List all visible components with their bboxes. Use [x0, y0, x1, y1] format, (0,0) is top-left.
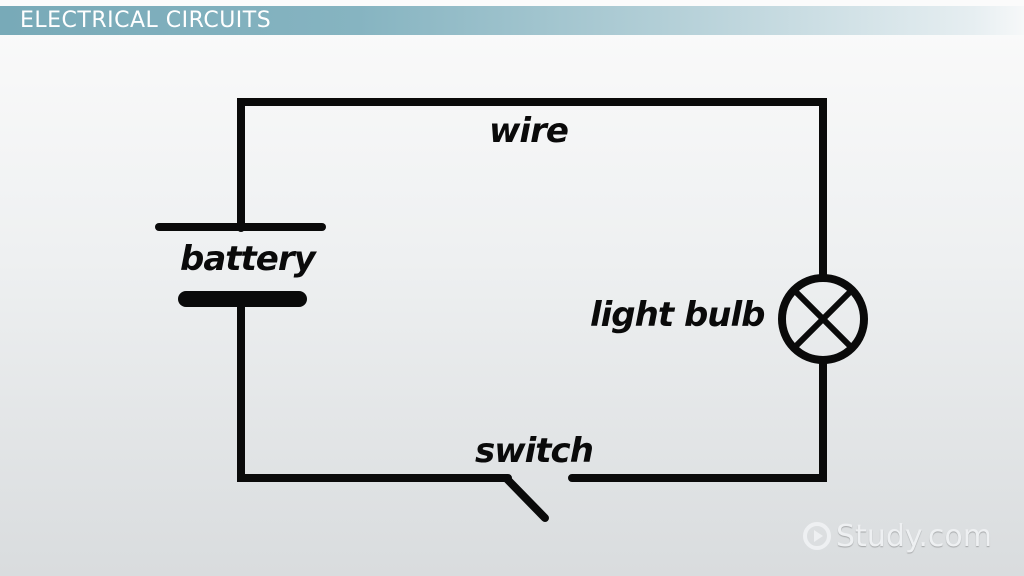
study-logo: Study.com	[802, 518, 992, 554]
page-title: ELECTRICAL CIRCUITS	[20, 8, 272, 33]
battery-label: battery	[180, 239, 316, 279]
lamp-cross-2	[792, 288, 854, 350]
play-circle-icon	[803, 522, 831, 550]
wire-left-lower	[237, 296, 512, 482]
logo-text: Study.com	[836, 518, 992, 554]
lamp-circle	[778, 274, 868, 364]
switch-lever	[502, 474, 549, 522]
lamp-icon	[778, 274, 868, 364]
light-bulb-label: light bulb	[590, 295, 765, 335]
title-bar	[0, 6, 1024, 35]
wire-top	[237, 98, 827, 280]
wire-label: wire	[489, 111, 569, 151]
switch-label: switch	[475, 431, 594, 471]
wire-right-lower	[568, 360, 827, 482]
